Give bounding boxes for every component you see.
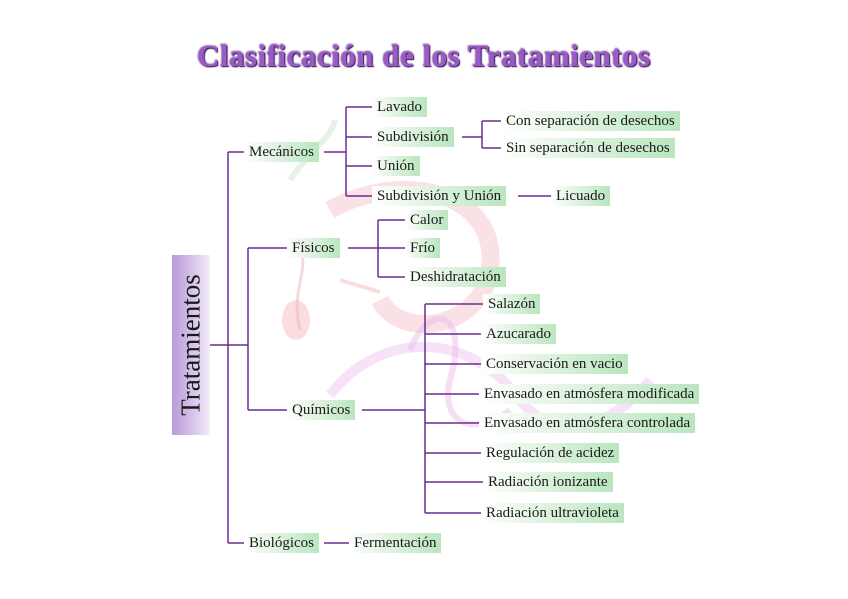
node-salazon: Salazón [483, 294, 541, 314]
node-deshidratacion: Deshidratación [405, 267, 506, 287]
node-azucarado: Azucarado [481, 324, 556, 344]
root-label: Tratamientos [175, 274, 206, 416]
node-fisicos: Físicos [287, 238, 340, 258]
node-mecanicos: Mecánicos [244, 142, 319, 162]
node-conservacion-vacio: Conservación en vacio [481, 354, 628, 374]
node-licuado: Licuado [551, 186, 611, 206]
node-con-separacion: Con separación de desechos [501, 111, 680, 131]
node-fermentacion: Fermentación [349, 533, 442, 553]
node-subdivision-union: Subdivisión y Unión [372, 186, 507, 206]
node-subdivision: Subdivisión [372, 127, 454, 147]
node-radiacion-ionizante: Radiación ionizante [483, 472, 613, 492]
node-frio: Frío [405, 238, 441, 258]
page-title: Clasificación de los Tratamientos [197, 38, 651, 73]
node-radiacion-ultravioleta: Radiación ultravioleta [481, 503, 624, 523]
node-calor: Calor [405, 210, 449, 230]
node-regulacion-acidez: Regulación de acidez [481, 443, 620, 463]
node-union: Unión [372, 156, 420, 176]
node-quimicos: Químicos [287, 400, 356, 420]
node-biologicos: Biológicos [244, 533, 320, 553]
node-lavado: Lavado [372, 97, 427, 117]
node-sin-separacion: Sin separación de desechos [501, 138, 675, 158]
node-atmosfera-modificada: Envasado en atmósfera modificada [479, 384, 700, 404]
node-atmosfera-controlada: Envasado en atmósfera controlada [479, 413, 696, 433]
root-node: Tratamientos [172, 255, 210, 435]
